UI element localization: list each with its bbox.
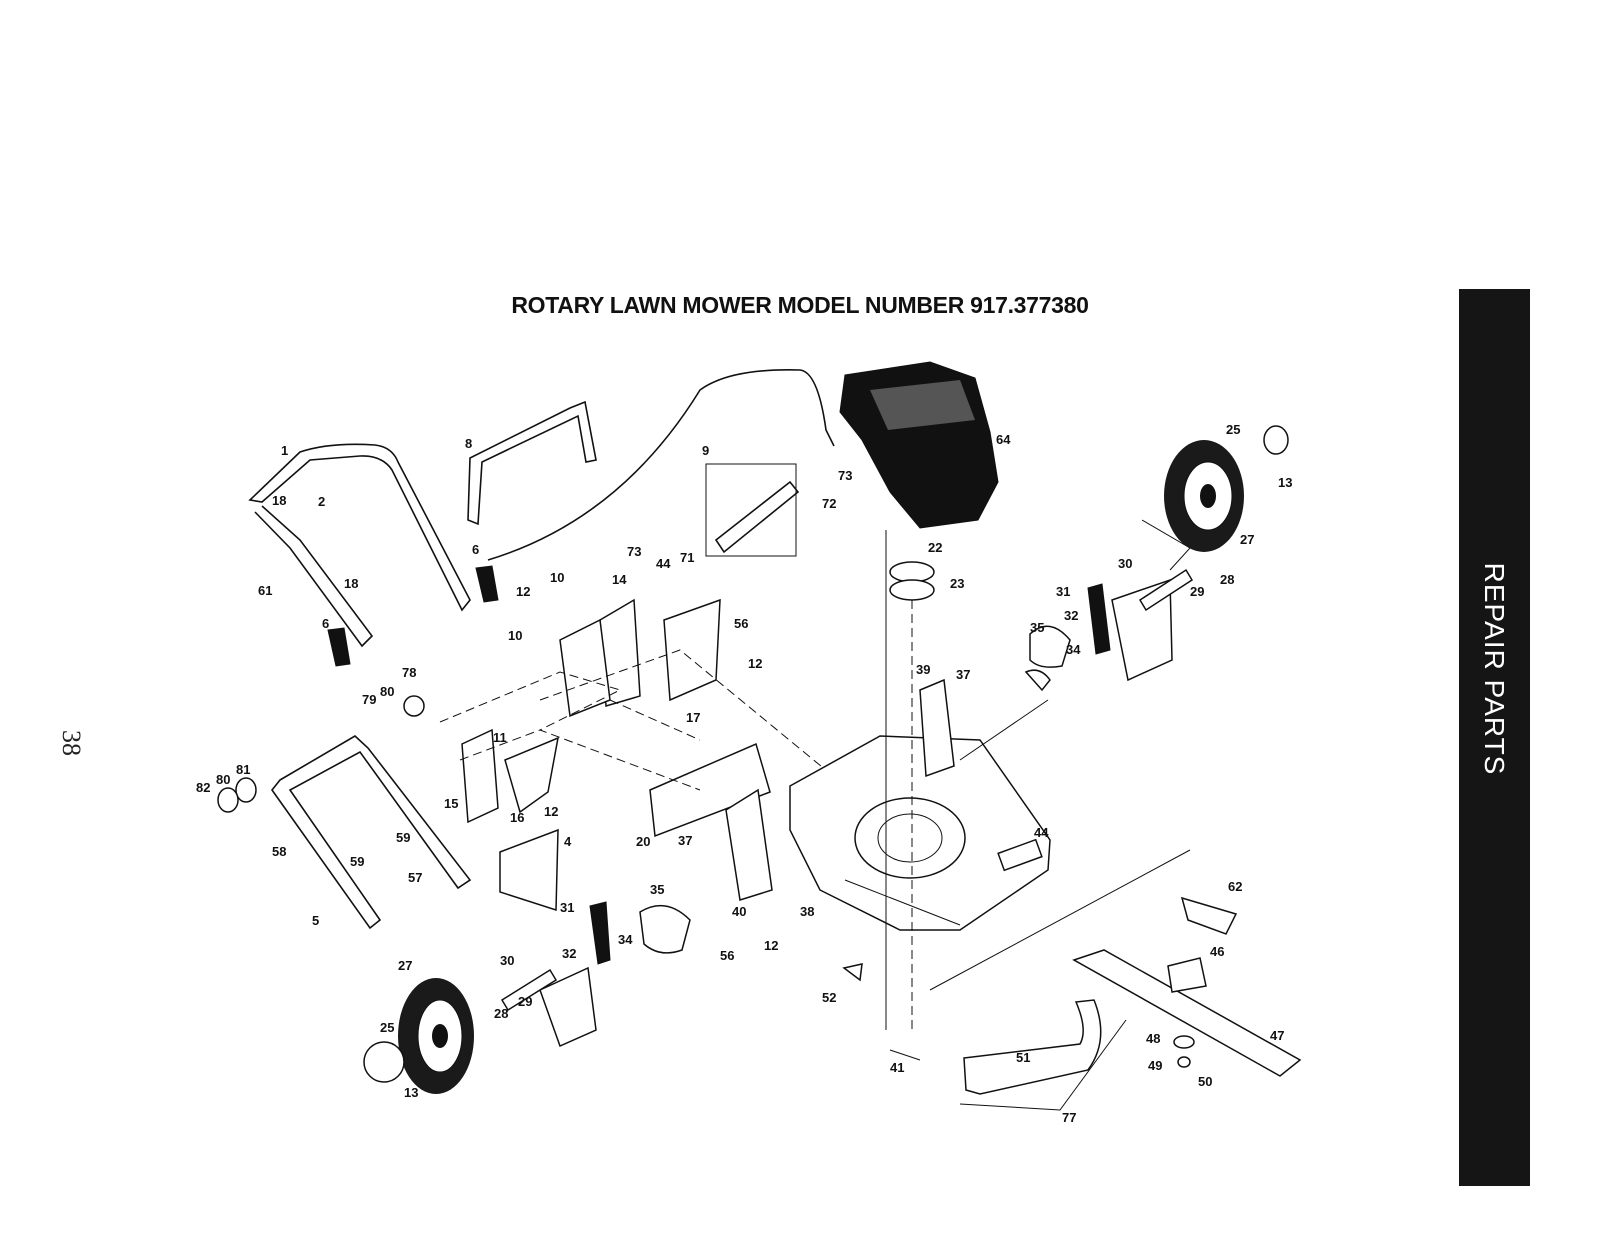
- control-bracket: [706, 464, 798, 556]
- callout: 11: [493, 730, 507, 745]
- callout: 9: [702, 443, 709, 458]
- callout: 79: [362, 692, 376, 707]
- callout: 28: [494, 1006, 508, 1021]
- callout: 18: [344, 576, 358, 591]
- callout: 62: [1228, 879, 1242, 894]
- right-wheel: [1164, 426, 1288, 552]
- blade-assembly: [1074, 898, 1300, 1076]
- callout: 80: [216, 772, 230, 787]
- callout: 28: [1220, 572, 1234, 587]
- callout: 71: [680, 550, 694, 565]
- callout: 4: [564, 834, 572, 849]
- callout: 49: [1148, 1058, 1162, 1073]
- callout: 30: [1118, 556, 1132, 571]
- callout: 46: [1210, 944, 1224, 959]
- callout: 15: [444, 796, 458, 811]
- callout: 61: [258, 583, 272, 598]
- callout: 29: [518, 994, 532, 1009]
- callout: 52: [822, 990, 836, 1005]
- callout: 78: [402, 665, 416, 680]
- callout: 25: [1226, 422, 1240, 437]
- callout: 32: [1064, 608, 1078, 623]
- callout: 17: [686, 710, 700, 725]
- callout: 81: [236, 762, 250, 777]
- callout: 35: [1030, 620, 1044, 635]
- callout: 73: [627, 544, 641, 559]
- callout: 13: [1278, 475, 1292, 490]
- callout: 57: [408, 870, 422, 885]
- upper-handle: [250, 444, 470, 646]
- callout: 27: [1240, 532, 1254, 547]
- callout: 59: [350, 854, 364, 869]
- callout: 58: [272, 844, 286, 859]
- callout: 37: [956, 667, 970, 682]
- callout: 2: [318, 494, 325, 509]
- callout: 12: [748, 656, 762, 671]
- callout: 44: [656, 556, 671, 571]
- callout: 34: [618, 932, 633, 947]
- callout: 16: [510, 810, 524, 825]
- callout: 80: [380, 684, 394, 699]
- lower-handle: [272, 736, 470, 928]
- callout: 10: [508, 628, 522, 643]
- callout: 13: [404, 1085, 418, 1100]
- callout: 22: [928, 540, 942, 555]
- mower-deck: [790, 736, 1050, 930]
- callout: 5: [312, 913, 319, 928]
- rear-deck-assembly: [440, 600, 850, 910]
- callout: 18: [272, 493, 286, 508]
- callout: 82: [196, 780, 210, 795]
- callout: 10: [550, 570, 564, 585]
- callout: 77: [1062, 1110, 1076, 1125]
- engine: [840, 362, 998, 528]
- callout: 25: [380, 1020, 394, 1035]
- callout: 30: [500, 953, 514, 968]
- callout: 56: [720, 948, 734, 963]
- callout: 59: [396, 830, 410, 845]
- callout: 31: [560, 900, 574, 915]
- callout: 44: [1034, 825, 1049, 840]
- callout: 12: [764, 938, 778, 953]
- callout: 34: [1066, 642, 1081, 657]
- callout: 48: [1146, 1031, 1160, 1046]
- callout: 6: [472, 542, 479, 557]
- callout: 23: [950, 576, 964, 591]
- rear-skirt: [964, 1000, 1101, 1094]
- callout: 64: [996, 432, 1011, 447]
- callout: 12: [544, 804, 558, 819]
- callout: 47: [1270, 1028, 1284, 1043]
- callout: 56: [734, 616, 748, 631]
- callout: 72: [822, 496, 836, 511]
- callout: 37: [678, 833, 692, 848]
- callout: 8: [465, 436, 472, 451]
- callout: 29: [1190, 584, 1204, 599]
- callout: 14: [612, 572, 627, 587]
- callout: 35: [650, 882, 664, 897]
- callout: 1: [281, 443, 288, 458]
- callout: 6: [322, 616, 329, 631]
- callout: 51: [1016, 1050, 1030, 1065]
- callout: 40: [732, 904, 746, 919]
- callout: 12: [516, 584, 530, 599]
- callout: 39: [916, 662, 930, 677]
- callout: 32: [562, 946, 576, 961]
- callout: 41: [890, 1060, 904, 1075]
- callout: 27: [398, 958, 412, 973]
- callout: 20: [636, 834, 650, 849]
- callout: 73: [838, 468, 852, 483]
- left-wheel: [364, 978, 474, 1094]
- callout: 50: [1198, 1074, 1212, 1089]
- control-bail: [468, 370, 834, 560]
- callout: 38: [800, 904, 814, 919]
- callout: 31: [1056, 584, 1070, 599]
